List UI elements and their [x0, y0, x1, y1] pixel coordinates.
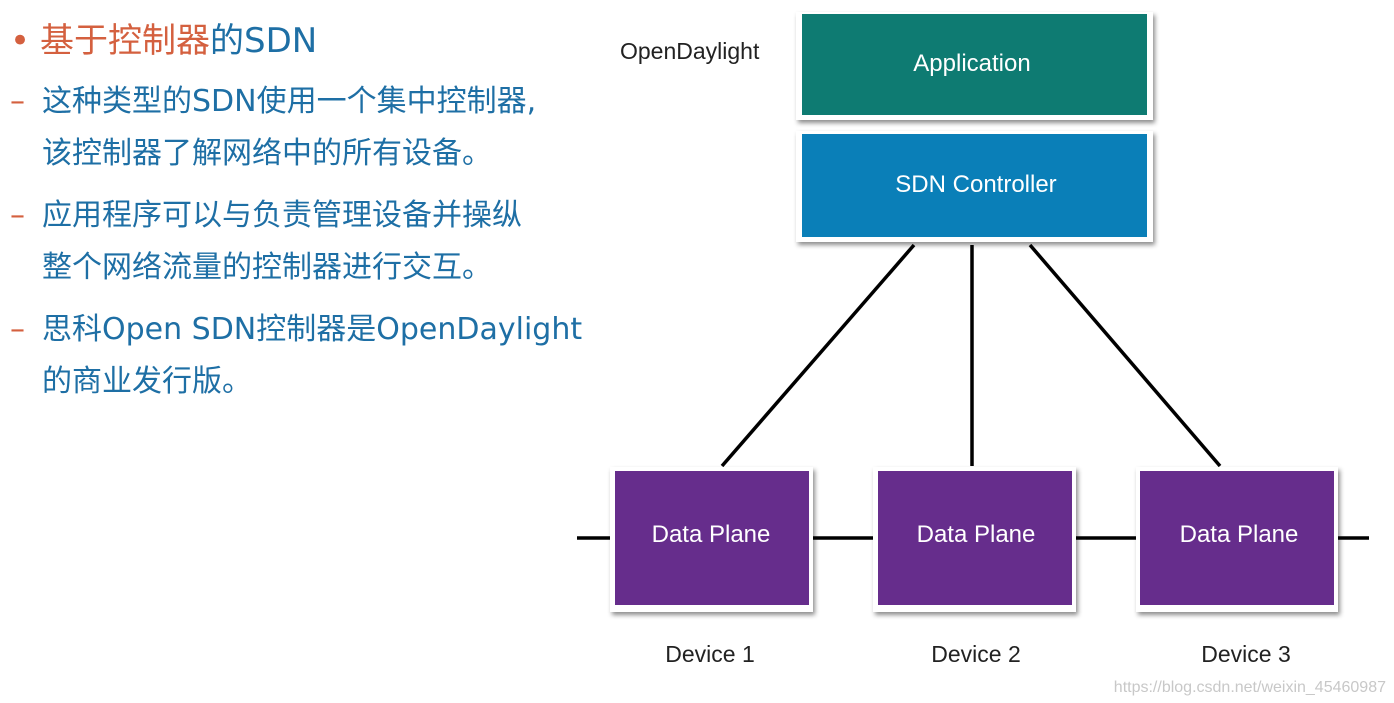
watermark-url: https://blog.csdn.net/weixin_45460987 [1113, 679, 1386, 696]
data-plane-box-fill [878, 471, 1072, 605]
sdn-controller-box: SDN Controller [796, 131, 1153, 242]
application-box: Application [796, 12, 1153, 120]
device-3: Data Plane Device 3 [1136, 467, 1338, 667]
data-plane-label: Data Plane [652, 521, 771, 548]
application-box-fill [802, 14, 1147, 115]
device-label: Device 2 [931, 641, 1020, 667]
data-plane-box-fill [1140, 471, 1334, 605]
sub-item-line: 这种类型的SDN使用一个集中控制器, [42, 84, 537, 119]
slide-heading: •基于控制器的SDN [10, 18, 630, 64]
sub-item-line: 的商业发行版。 [42, 364, 252, 399]
sub-item-line: 该控制器了解网络中的所有设备。 [42, 136, 492, 171]
slide-text: •基于控制器的SDN – 这种类型的SDN使用一个集中控制器, 该控制器了解网络… [10, 18, 630, 418]
data-plane-box-fill [615, 471, 809, 605]
heading-accent-text: 基于控制器 [40, 21, 210, 61]
device-2: Data Plane Device 2 [873, 467, 1076, 667]
dash-marker: – [10, 312, 25, 347]
sdn-controller-label: SDN Controller [895, 171, 1056, 198]
device-1: Data Plane Device 1 [610, 467, 813, 667]
controller-link-device-1 [720, 243, 916, 468]
device-label: Device 1 [665, 641, 754, 667]
device-label: Device 3 [1201, 641, 1290, 667]
sub-item-line: 思科Open SDN控制器是OpenDaylight [42, 312, 583, 347]
sdn-controller-box-fill [802, 134, 1147, 237]
dash-marker: – [10, 198, 25, 233]
sub-item-2: – 应用程序可以与负责管理设备并操纵 整个网络流量的控制器进行交互。 [10, 190, 630, 294]
sub-list: – 这种类型的SDN使用一个集中控制器, 该控制器了解网络中的所有设备。 – 应… [10, 76, 630, 408]
sub-item-line: 应用程序可以与负责管理设备并操纵 [42, 198, 522, 233]
opendaylight-label: OpenDaylight [620, 38, 760, 64]
controller-link-device-3 [1028, 243, 1222, 468]
application-label: Application [913, 50, 1030, 77]
heading-bullet: • [10, 21, 31, 61]
heading-rest-text: 的SDN [210, 21, 318, 61]
data-plane-label: Data Plane [1180, 521, 1299, 548]
sub-item-3: – 思科Open SDN控制器是OpenDaylight 的商业发行版。 [10, 304, 630, 408]
dash-marker: – [10, 84, 25, 119]
sub-item-line: 整个网络流量的控制器进行交互。 [42, 250, 492, 285]
data-plane-label: Data Plane [917, 521, 1036, 548]
sub-item-1: – 这种类型的SDN使用一个集中控制器, 该控制器了解网络中的所有设备。 [10, 76, 630, 180]
